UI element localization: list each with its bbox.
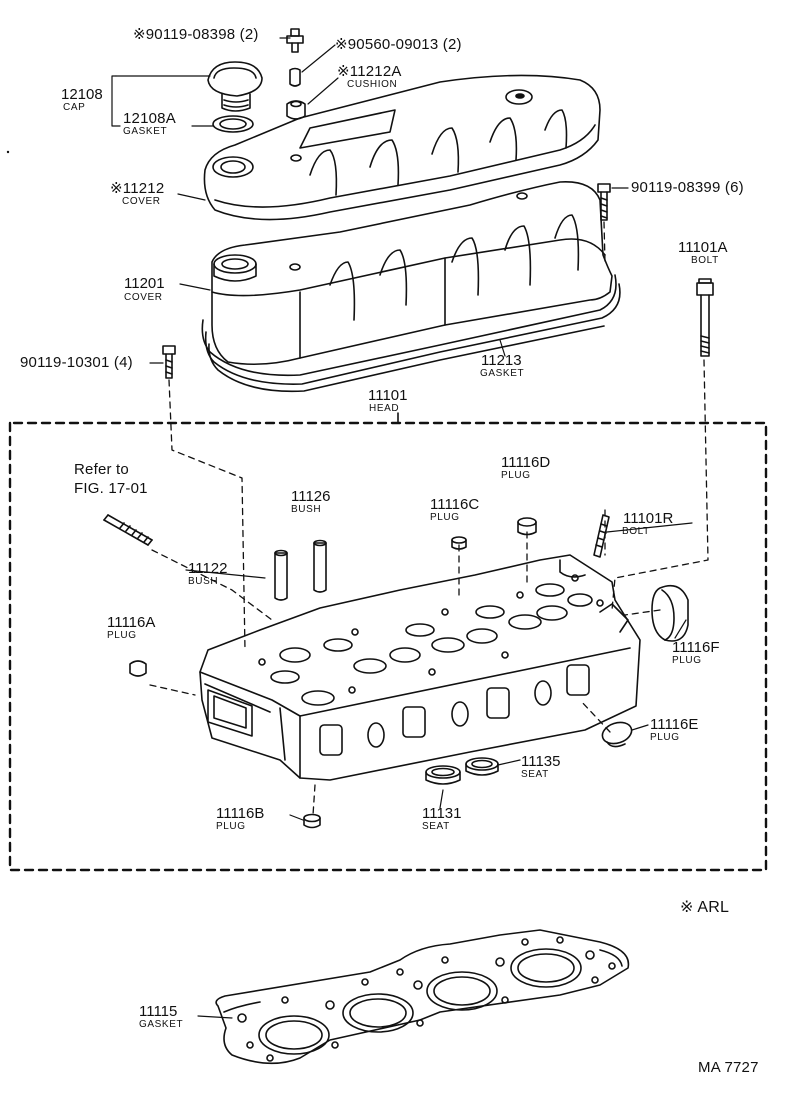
label-90119-08399-number: 90119-08399 (6) <box>631 179 744 196</box>
label-11126-number: 11126 <box>291 488 331 505</box>
label-11212-name: COVER <box>122 196 161 207</box>
label-11116c-name: PLUG <box>430 512 460 523</box>
refer-line-2: FIG. 17-01 <box>74 480 148 497</box>
label-11212a-name: CUSHION <box>347 79 398 90</box>
plug-a <box>129 660 147 677</box>
label-90119-10301-number: 90119-10301 (4) <box>20 354 133 371</box>
plug-c <box>451 536 467 550</box>
label-11131-number: 11131 <box>422 805 462 822</box>
cylinder-head <box>199 554 641 781</box>
label-11101-number: 11101 <box>368 387 408 404</box>
label-12108a-name: GASKET <box>123 126 168 137</box>
label-11201-number: 11201 <box>124 275 165 292</box>
registration-dot <box>6 150 10 154</box>
label-11116d-name: PLUG <box>501 470 531 481</box>
valve-seat-135 <box>465 757 499 776</box>
label-12108a-number: 12108A <box>123 110 176 127</box>
label-11101-name: HEAD <box>369 403 400 414</box>
sealing-washer <box>289 67 301 87</box>
head-bolt <box>696 278 714 357</box>
diagram-code: MA 7727 <box>698 1059 759 1076</box>
label-11213-number: 11213 <box>481 352 522 369</box>
label-11116d-number: 11116D <box>501 454 551 471</box>
label-90119-08398-number: ※90119-08398 (2) <box>133 26 259 43</box>
cushion <box>286 100 306 120</box>
label-11116e-number: 11116E <box>650 716 699 733</box>
label-11115-number: 11115 <box>139 1003 178 1020</box>
valve-cover-gasket <box>201 274 621 393</box>
lower-valve-cover <box>211 181 613 366</box>
oil-filler-cap <box>207 61 263 112</box>
cap-gasket-ring <box>212 115 254 133</box>
label-11212-number: ※11212 <box>110 180 165 197</box>
plug-b <box>303 813 321 829</box>
plug-d <box>517 517 537 536</box>
label-11116f-number: 11116F <box>672 639 720 656</box>
valve-seat-131 <box>425 765 461 785</box>
valve-guide-bush-right <box>313 539 327 593</box>
refer-line-1: Refer to <box>74 461 129 478</box>
label-11122-name: BUSH <box>188 576 219 587</box>
label-11101a-number: 11101A <box>678 239 728 256</box>
cover-screw <box>286 28 304 53</box>
label-11116a-number: 11116A <box>107 614 156 631</box>
label-11131-name: SEAT <box>422 821 450 832</box>
cover-bolt-left <box>162 345 176 379</box>
label-11122-number: 11122 <box>188 560 228 577</box>
label-11116e-name: PLUG <box>650 732 680 743</box>
label-11101a-name: BOLT <box>691 255 719 266</box>
plug-e <box>601 721 633 748</box>
label-11116c-number: 11116C <box>430 496 480 513</box>
label-12108-number: 12108 <box>61 86 103 103</box>
label-11135-number: 11135 <box>521 753 561 770</box>
label-11116a-name: PLUG <box>107 630 137 641</box>
plug-f <box>651 584 689 642</box>
label-11101r-name: BOLT <box>622 526 650 537</box>
head-gasket <box>215 929 630 1065</box>
label-12108-name: CAP <box>63 102 86 113</box>
label-11116f-name: PLUG <box>672 655 702 666</box>
stud-bolt-r <box>593 514 610 558</box>
label-11116b-name: PLUG <box>216 821 246 832</box>
label-11201-name: COVER <box>124 292 163 303</box>
stud-bolt <box>103 514 153 546</box>
label-11115-name: GASKET <box>139 1019 184 1030</box>
cover-bolt-right <box>597 183 611 221</box>
label-leaders <box>111 37 693 1019</box>
label-90560-09013-number: ※90560-09013 (2) <box>335 36 462 53</box>
label-11135-name: SEAT <box>521 769 549 780</box>
head-assembly-boundary <box>8 421 768 872</box>
label-11116b-number: 11116B <box>216 805 265 822</box>
label-11212a-number: ※11212A <box>337 63 402 80</box>
label-11213-name: GASKET <box>480 368 525 379</box>
valve-guide-bush-left <box>274 549 288 601</box>
upper-valve-cover <box>203 74 601 221</box>
legend-arl: ※ ARL <box>680 899 730 916</box>
label-11101r-number: 11101R <box>623 510 674 527</box>
label-11126-name: BUSH <box>291 504 322 515</box>
